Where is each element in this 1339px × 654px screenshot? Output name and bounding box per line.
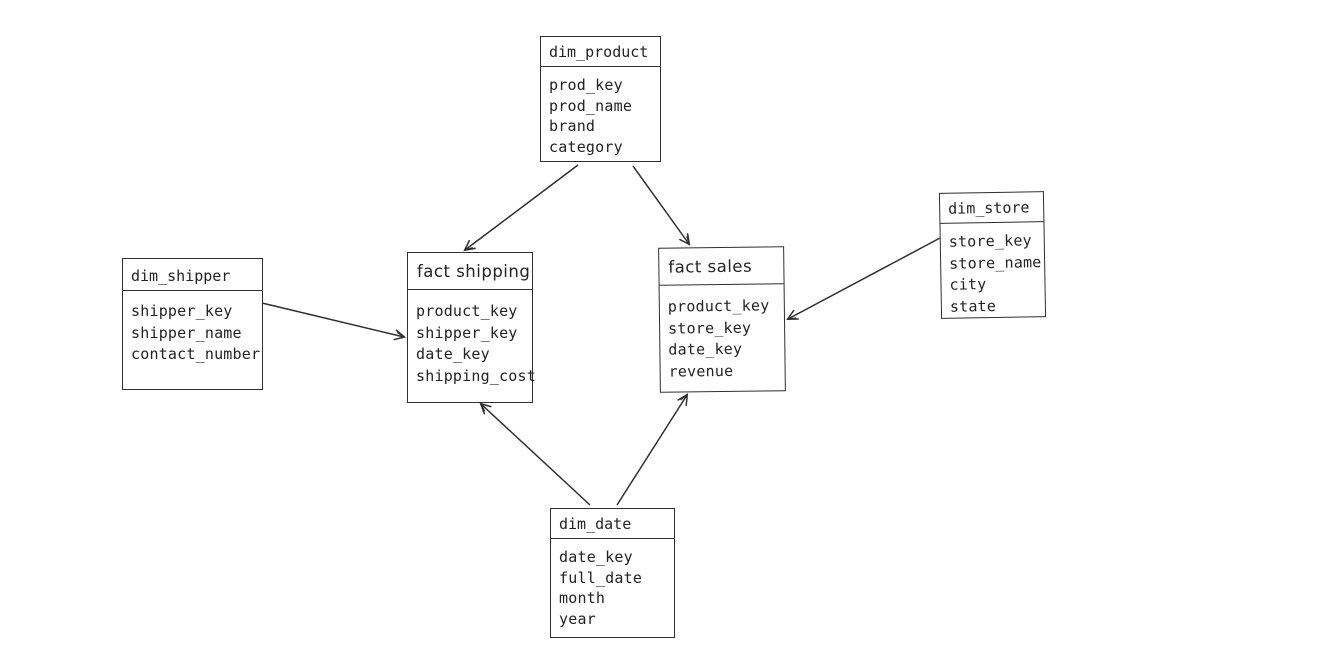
entity-column: date_key <box>668 339 743 359</box>
entity-column: shipper_key <box>416 323 518 342</box>
entity-columns: date_key full_date month year <box>551 539 674 629</box>
entity-fact-sales: fact sales product_key store_key date_ke… <box>658 246 786 393</box>
entity-columns: product_key shipper_key date_key shippin… <box>408 290 536 387</box>
entity-columns: prod_key prod_name brand category <box>541 67 660 157</box>
arrow-dim-date-to-fact-sales <box>616 393 689 506</box>
entity-dim-date: dim_date date_key full_date month year <box>550 508 675 638</box>
entity-dim-product: dim_product prod_key prod_name brand cat… <box>540 36 661 162</box>
entity-column: category <box>549 137 623 156</box>
entity-column: store_name <box>948 252 1042 273</box>
entity-column: store_key <box>667 318 752 338</box>
entity-column: prod_name <box>549 96 633 115</box>
entity-fact-shipping: fact shipping product_key shipper_key da… <box>407 252 536 403</box>
entity-column: brand <box>549 117 596 135</box>
entity-dim-store: dim_store store_key store_name city stat… <box>938 191 1047 319</box>
arrow-dim-date-to-fact-shipping <box>479 402 591 506</box>
entity-column: product_key <box>416 302 518 320</box>
entity-column: prod_key <box>549 76 623 94</box>
entity-column: city <box>949 275 987 294</box>
entity-columns: product_key store_key date_key revenue <box>660 284 785 383</box>
arrow-dim-store-to-fact-sales <box>786 237 941 321</box>
entity-column: date_key <box>559 548 633 566</box>
arrow-dim-shipper-to-fact-shipping <box>261 302 407 341</box>
entity-column: year <box>559 609 596 628</box>
entity-columns: shipper_key shipper_name contact_number <box>123 291 262 366</box>
entity-columns: store_key store_name city state <box>940 222 1045 318</box>
entity-title: dim_date <box>551 509 674 539</box>
entity-title: fact sales <box>659 247 784 286</box>
entity-column: shipping_cost <box>416 366 536 385</box>
entity-column: shipper_key <box>131 302 233 320</box>
entity-dim-shipper: dim_shipper shipper_key shipper_name con… <box>122 258 263 390</box>
entity-column: store_key <box>948 231 1032 251</box>
entity-title: dim_store <box>939 192 1044 224</box>
entity-column: date_key <box>416 345 490 363</box>
entity-column: revenue <box>668 361 734 381</box>
entity-title: dim_shipper <box>123 259 262 291</box>
entity-column: shipper_name <box>131 323 242 342</box>
entity-column: product_key <box>667 296 770 316</box>
entity-column: full_date <box>559 568 643 587</box>
arrow-dim-product-to-fact-sales <box>632 165 691 246</box>
arrow-dim-product-to-fact-shipping <box>463 164 579 252</box>
entity-title: dim_product <box>541 37 660 67</box>
entity-column: contact_number <box>131 345 261 363</box>
entity-title: fact shipping <box>408 253 532 290</box>
entity-column: month <box>559 589 606 607</box>
entity-column: state <box>949 296 997 316</box>
